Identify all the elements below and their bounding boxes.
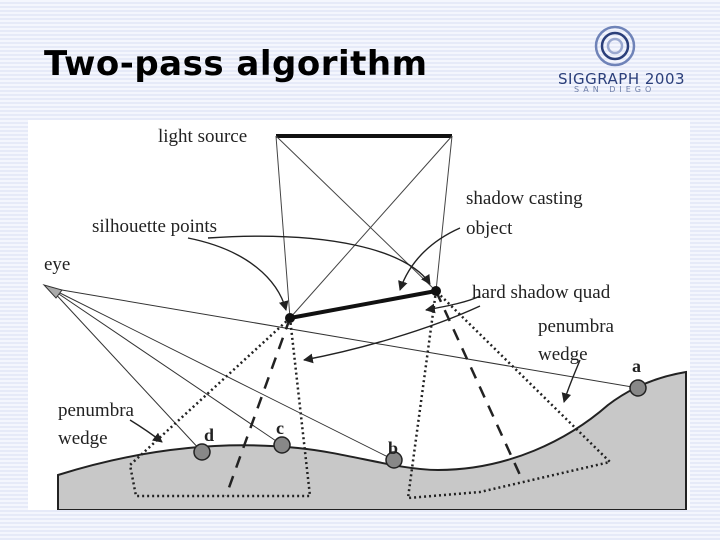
label-light-source: light source [158,126,247,147]
point-a-label: a [632,356,641,376]
label-silhouette-points: silhouette points [92,216,217,237]
point-d [193,443,211,461]
penumbra-wedge-right [406,288,613,500]
label-penumbra-right-line1: penumbra [538,316,615,337]
hard-shadow-edge-right [434,290,522,476]
arrow-penumbra-right [561,359,581,403]
sightline-d [49,287,203,453]
diagram-panel: a b c d light source shadow casting obje… [28,120,690,510]
ground-surface [57,370,687,510]
point-c-label: c [276,418,284,438]
logo-spiral-icon [594,25,636,67]
ray-left-right [275,135,437,292]
point-c [273,436,291,454]
slide-title: Two-pass algorithm [44,44,428,84]
sightline-b [49,287,395,461]
siggraph-logo: SIGGRAPH 2003 SAN DIEGO [548,22,688,102]
hard-shadow-edge-left [224,317,292,497]
label-hard-shadow-quad: hard shadow quad [472,282,611,303]
point-b-label: b [388,438,398,458]
arrow-hard-shadow-quad-1 [425,295,481,314]
silhouette-point-right [431,286,441,296]
arrow-shadow-object [398,227,461,291]
silhouette-point-left [285,313,295,323]
logo-location: SAN DIEGO [574,85,656,94]
sightline-a [49,287,639,389]
logo-name: SIGGRAPH 2003 [558,70,686,88]
ray-right-left [289,135,453,319]
label-eye: eye [44,254,70,275]
label-shadow-casting-line1: shadow casting [466,188,583,209]
ray-left-left [275,135,291,319]
arrow-hard-shadow-quad-2 [303,305,481,364]
two-pass-diagram: a b c d light source shadow casting obje… [42,126,687,510]
shadow-casting-object [289,289,437,320]
ray-right-right [435,135,453,292]
label-penumbra-left-line1: penumbra [58,400,135,421]
point-b [385,451,403,469]
point-d-label: d [204,425,214,445]
label-shadow-casting-line2: object [466,218,513,239]
label-penumbra-left-line2: wedge [58,428,108,449]
arrow-silhouette-right [207,235,431,285]
label-penumbra-right-line2: wedge [538,344,588,365]
arrow-silhouette-left [187,237,289,311]
point-a [629,379,647,397]
arrow-penumbra-left [129,419,163,443]
sightline-c [49,287,283,446]
eye-icon [42,284,63,299]
